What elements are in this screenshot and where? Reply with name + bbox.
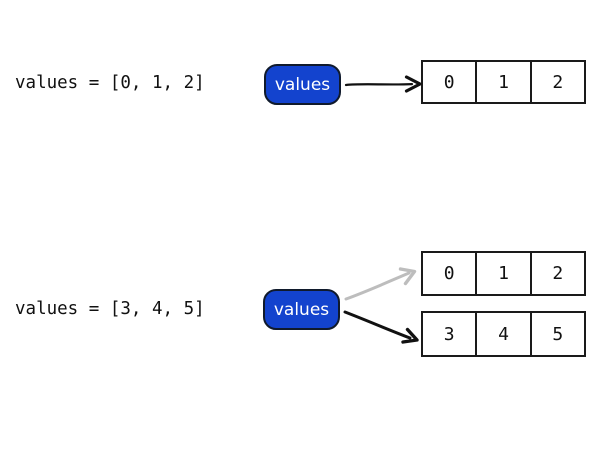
code-text-step2: values = [3, 4, 5] bbox=[15, 299, 205, 319]
list-cell: 1 bbox=[475, 62, 529, 102]
list-cell: 4 bbox=[475, 313, 529, 355]
variable-pill-step1: values bbox=[264, 64, 341, 105]
code-text-step1: values = [0, 1, 2] bbox=[15, 73, 205, 93]
list-object-old: 0 1 2 bbox=[421, 251, 586, 296]
pointer-arrow-icon bbox=[344, 75, 422, 93]
list-object-step1: 0 1 2 bbox=[421, 60, 586, 104]
list-cell: 2 bbox=[529, 62, 584, 102]
list-cell: 0 bbox=[443, 71, 455, 93]
list-cell: 3 bbox=[443, 323, 455, 345]
list-object-new: 3 4 5 bbox=[421, 311, 586, 357]
variable-pill-label: values bbox=[273, 299, 330, 320]
variable-pill-step2: values bbox=[263, 289, 340, 330]
variable-pill-label: values bbox=[274, 74, 331, 95]
list-cell: 5 bbox=[529, 313, 584, 355]
list-cell: 2 bbox=[529, 253, 584, 294]
new-pointer-arrow-icon bbox=[343, 310, 419, 344]
old-pointer-arrow-icon bbox=[344, 267, 417, 301]
list-cell: 1 bbox=[475, 253, 529, 294]
list-cell: 0 bbox=[443, 263, 455, 284]
